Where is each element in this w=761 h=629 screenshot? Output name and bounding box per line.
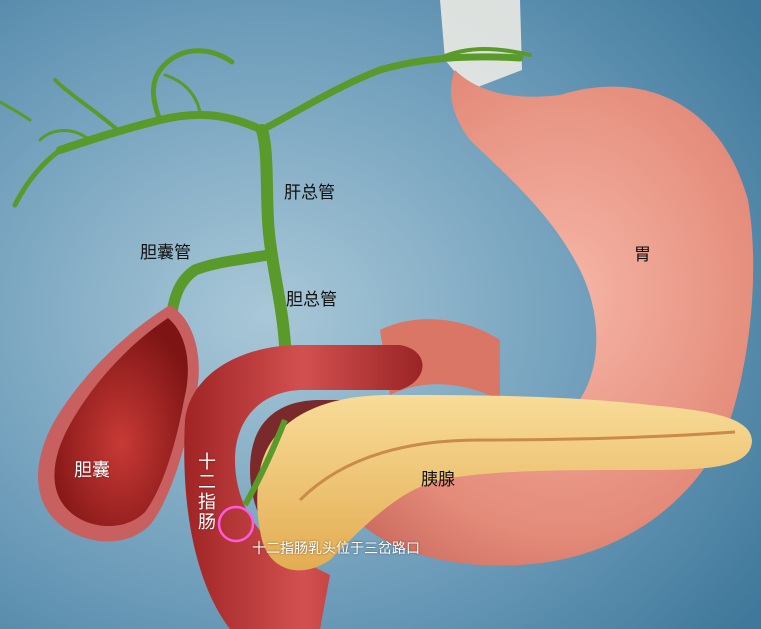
label-stomach: 胃: [634, 245, 651, 265]
label-cystic-duct: 胆囊管: [140, 243, 191, 263]
gallbladder-inner: [54, 318, 188, 527]
label-common-hepatic-duct: 肝总管: [284, 183, 335, 203]
papilla-marker: [217, 505, 255, 543]
esophagus: [440, 0, 522, 90]
label-papilla-note: 十二指肠乳头位于三岔路口: [252, 541, 420, 557]
distal-common-bile-duct: [242, 418, 288, 507]
label-pancreas: 胰腺: [421, 470, 455, 490]
label-duodenum: 十二指肠: [195, 452, 216, 532]
label-gallbladder: 胆囊: [74, 460, 110, 481]
pancreatic-duct: [298, 430, 736, 502]
duodenum-shape: [184, 345, 423, 629]
bile-duct-tree: [0, 47, 532, 351]
label-common-bile-duct: 胆总管: [286, 290, 337, 310]
